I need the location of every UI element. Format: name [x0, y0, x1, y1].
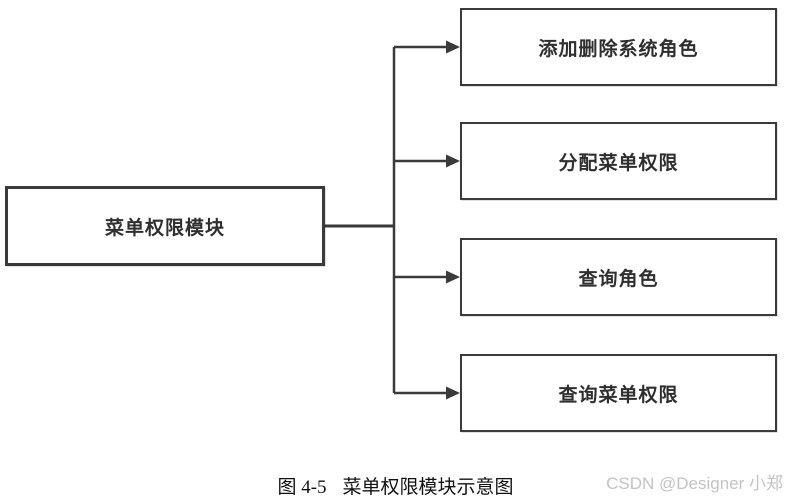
node-label: 查询角色 — [578, 268, 659, 290]
node-label: 查询菜单权限 — [558, 384, 679, 406]
node-label: 添加删除系统角色 — [538, 38, 699, 60]
csdn-watermark: CSDN @Designer 小郑 — [606, 474, 783, 493]
figure-title: 菜单权限模块示意图 — [342, 477, 514, 498]
figure-caption: 图 4-5 菜单权限模块示意图 — [0, 472, 791, 499]
node-query-menu-permission: 查询菜单权限 — [460, 354, 777, 432]
arrowhead-icon-3 — [446, 270, 460, 284]
node-menu-permission-module: 菜单权限模块 — [5, 186, 325, 266]
node-query-role: 查询角色 — [460, 238, 777, 316]
arrowhead-icon-4 — [446, 386, 460, 400]
figure-number: 图 4-5 — [277, 477, 327, 498]
arrowhead-icon-2 — [446, 154, 460, 168]
node-assign-menu-permission: 分配菜单权限 — [460, 122, 777, 200]
node-add-delete-system-role: 添加删除系统角色 — [460, 8, 777, 86]
arrowhead-icon-1 — [446, 40, 460, 54]
node-label: 分配菜单权限 — [558, 152, 679, 174]
node-label: 菜单权限模块 — [104, 217, 225, 239]
